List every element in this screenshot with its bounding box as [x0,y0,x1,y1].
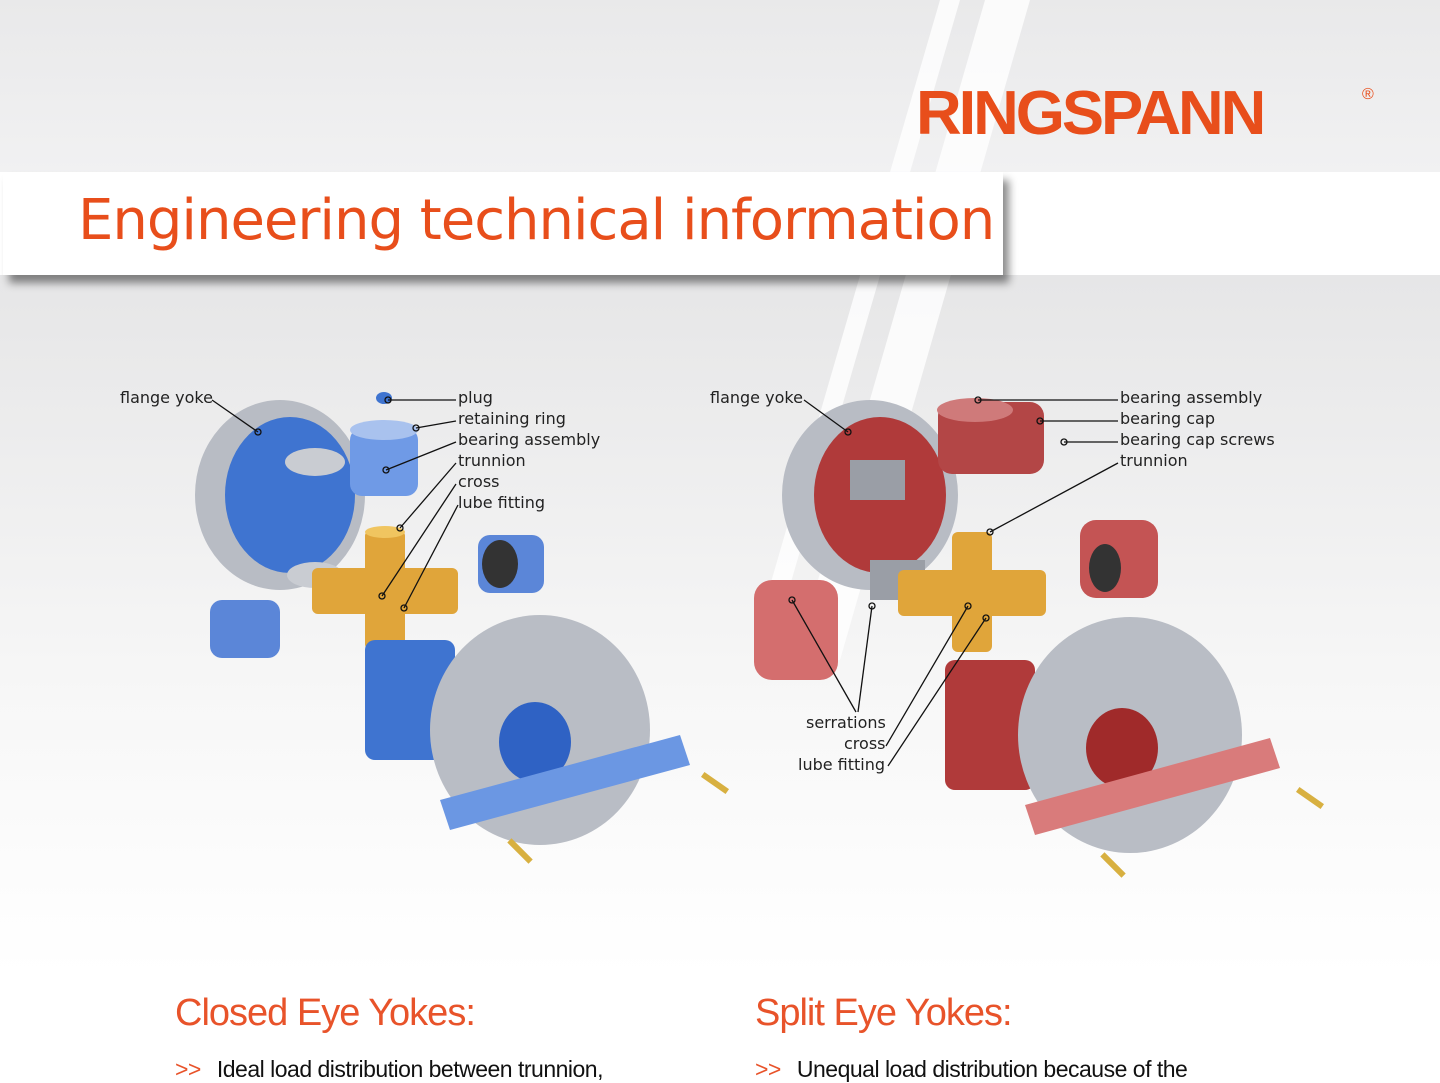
split-eye-bullet: >> Unequal load distribution because of t… [755,1056,1188,1083]
bullet-marker: >> [175,1056,201,1082]
label-lube-fitting: lube fitting [458,493,546,512]
bullet-text: Ideal load distribution between trunnion… [216,1056,604,1082]
label-bearing-cap: bearing cap [1120,409,1215,428]
registered-mark: ® [1362,86,1374,103]
bullet-marker: >> [755,1056,781,1082]
split-eye-yokes-heading: Split Eye Yokes: [755,992,1013,1034]
flange-yoke-lower-red [945,617,1280,853]
bearing-cap-part [937,398,1044,474]
label-trunnion-right: trunnion [1120,451,1188,470]
label-retaining-ring: retaining ring [458,409,566,428]
label-flange-yoke-right: flange yoke [710,388,803,407]
flange-yoke-lower [365,615,690,845]
label-flange-yoke: flange yoke [120,388,213,407]
flange-yoke-red [782,400,958,600]
cross-part-right [898,532,1046,652]
label-cross: cross [458,472,500,491]
label-cross-right: cross [844,734,886,753]
plug-part [376,392,392,404]
label-bearing-cap-screws: bearing cap screws [1120,430,1275,449]
page-title: Engineering technical information [78,188,995,253]
bullet-text: Unequal load distribution because of the [796,1056,1188,1082]
label-plug: plug [458,388,493,407]
label-serrations: serrations [806,713,886,732]
ringspann-logo: RINGSPANN [916,79,1266,148]
label-bearing-assembly: bearing assembly [458,430,601,449]
label-bearing-assembly-right: bearing assembly [1120,388,1263,407]
label-trunnion: trunnion [458,451,526,470]
closed-eye-bullet: >> Ideal load distribution between trunni… [175,1056,604,1083]
label-lube-fitting-right: lube fitting [798,755,886,774]
closed-eye-yokes-heading: Closed Eye Yokes: [175,992,476,1034]
title-banner [3,172,1003,275]
bearing-assembly-part [350,428,418,496]
flange-yoke-blue [195,400,365,590]
